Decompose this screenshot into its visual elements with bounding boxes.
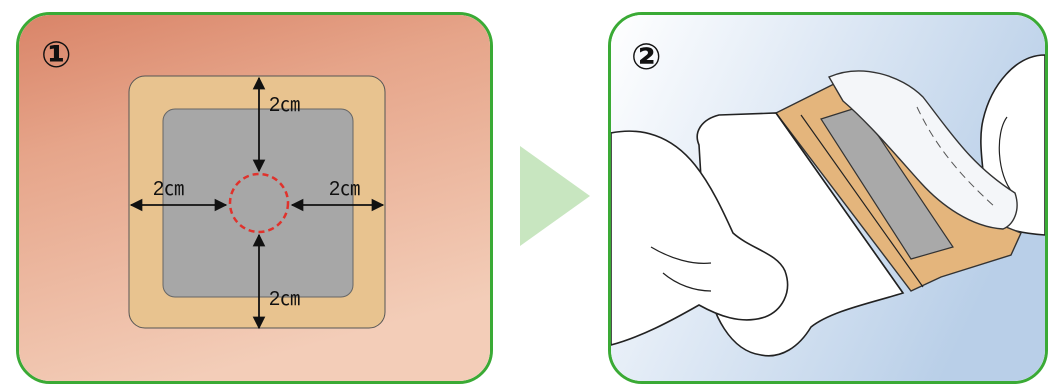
- step-number: ①: [41, 35, 71, 76]
- step-1-illustration: ① 2㎝ 2㎝ 2㎝ 2㎝: [19, 15, 490, 381]
- dressing-absorbent-pad: [163, 109, 353, 297]
- left-dimension-label: 2㎝: [153, 178, 184, 200]
- step-2-panel: ②: [608, 12, 1048, 384]
- step-number: ②: [631, 37, 661, 78]
- bottom-dimension-label: 2㎝: [269, 288, 300, 310]
- right-dimension-label: 2㎝: [329, 178, 360, 200]
- top-dimension-label: 2㎝: [269, 94, 300, 116]
- step-1-panel: ① 2㎝ 2㎝ 2㎝ 2㎝: [16, 12, 493, 384]
- step-2-illustration: ②: [611, 15, 1045, 381]
- next-step-arrow-icon: [520, 146, 592, 246]
